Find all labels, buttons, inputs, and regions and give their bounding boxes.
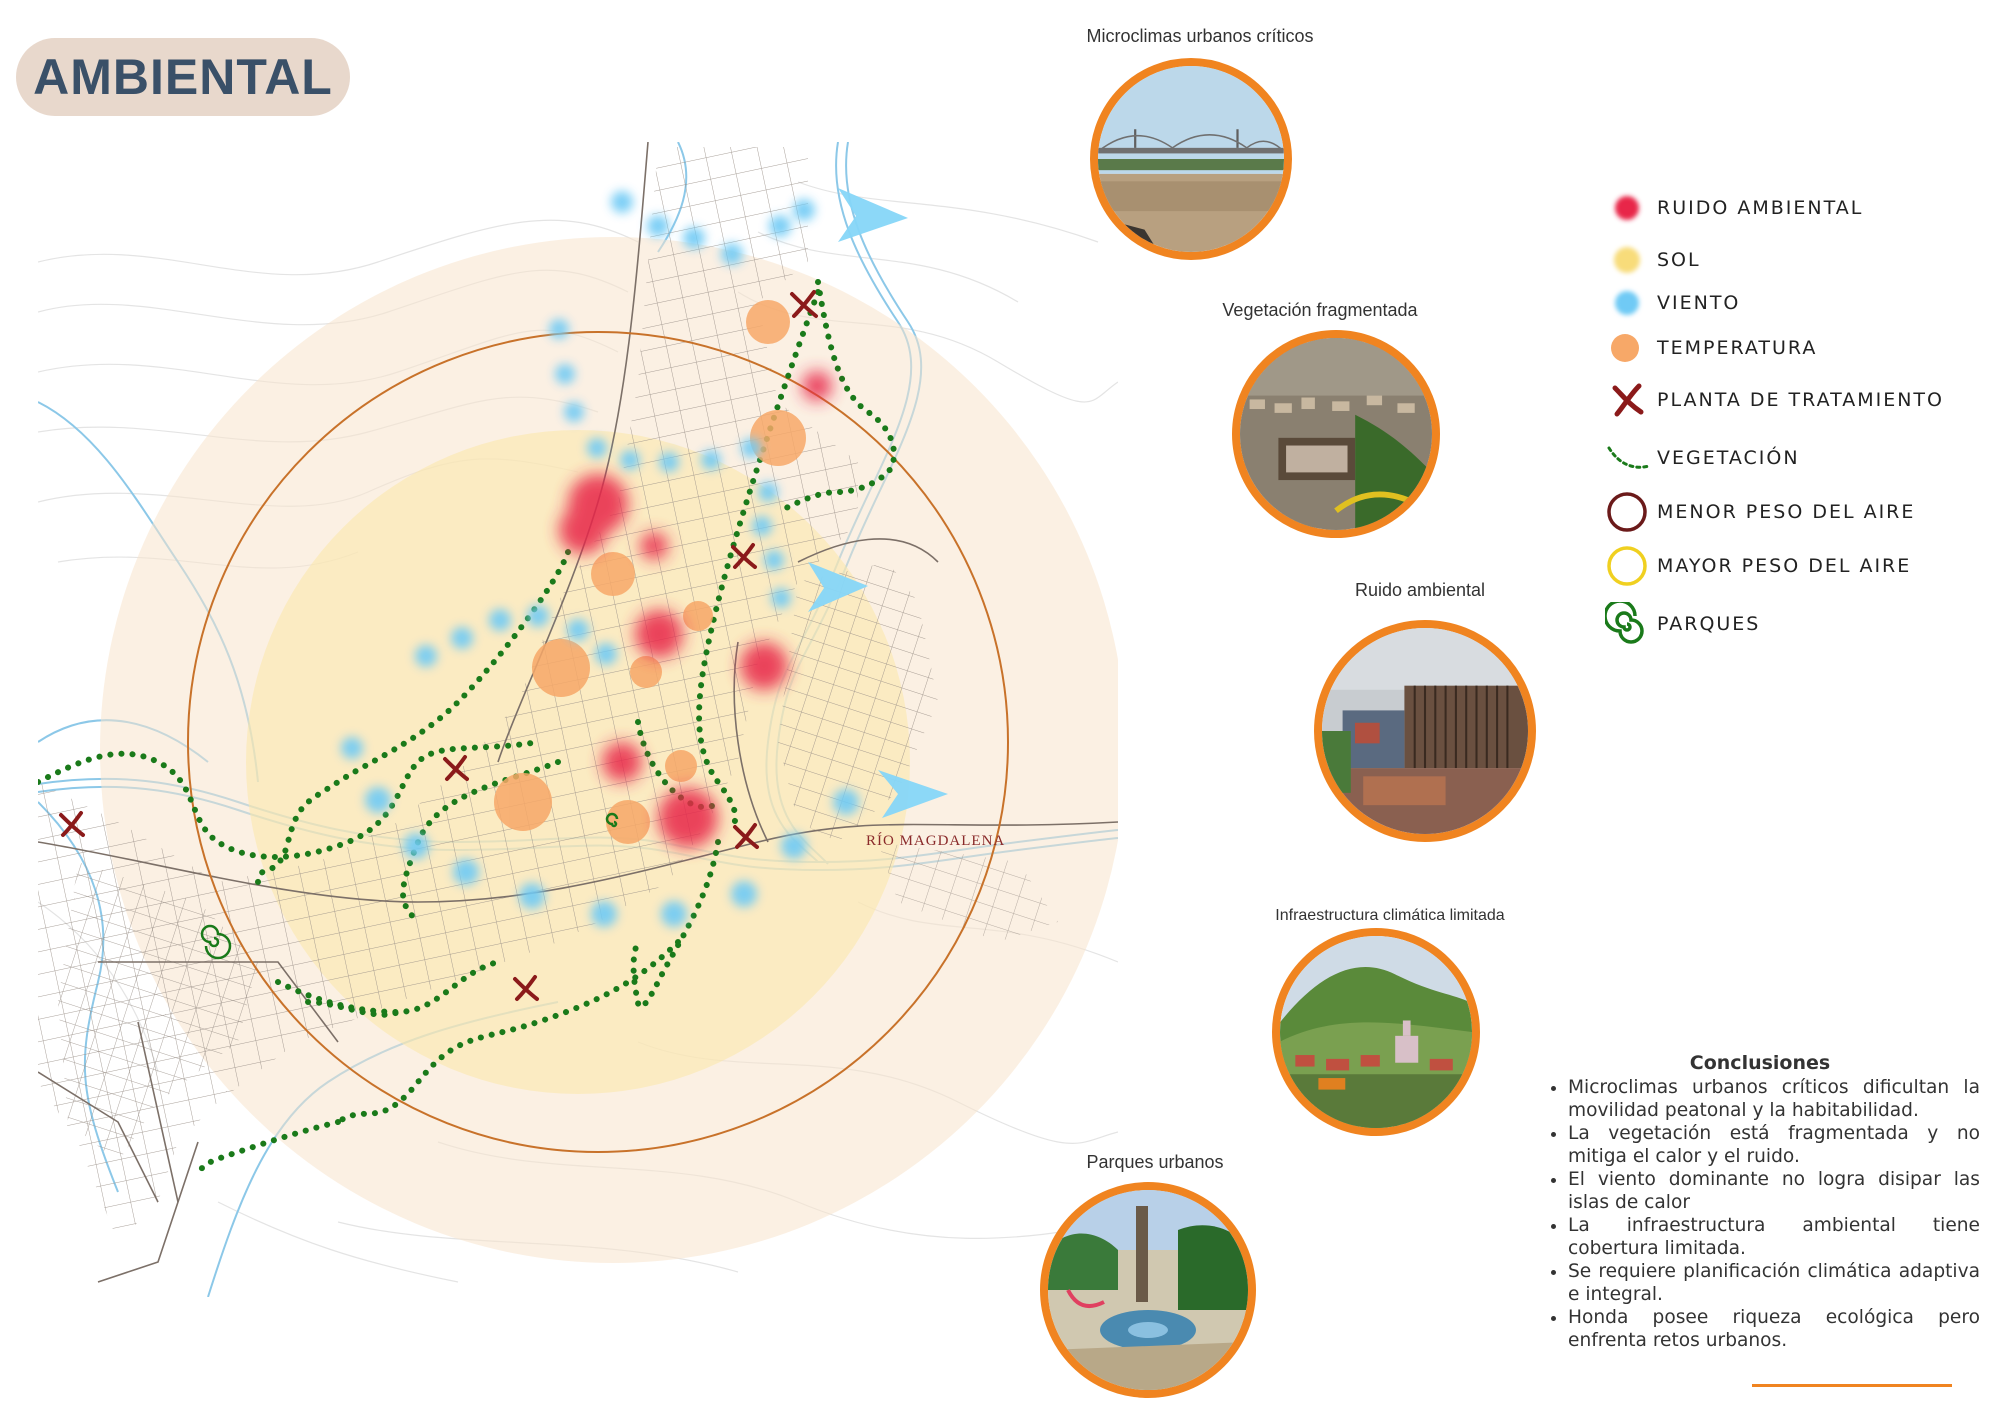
photo-infraestructura: Infraestructura climática limitada	[1220, 907, 1560, 925]
legend-label: TEMPERATURA	[1657, 337, 1818, 359]
menor-peso-ring	[187, 331, 1009, 1153]
treatment-plant-icon	[1605, 378, 1649, 422]
list-item: Honda posee riqueza ecológica pero enfre…	[1568, 1306, 1980, 1352]
photo-ruido: Ruido ambiental	[1300, 580, 1540, 601]
page-title: AMBIENTAL	[33, 49, 333, 105]
photo-caption: Infraestructura climática limitada	[1275, 907, 1505, 924]
photo-parques: Parques urbanos	[1010, 1152, 1300, 1173]
photo-park-fountain	[1040, 1182, 1256, 1398]
legend-item-ruido: RUIDO AMBIENTAL	[1605, 186, 1863, 230]
photo-shacks	[1314, 620, 1536, 842]
wind-points	[341, 191, 859, 927]
legend-item-planta: PLANTA DE TRATAMIENTO	[1605, 378, 1944, 422]
legend-label: MAYOR PESO DEL AIRE	[1657, 555, 1912, 577]
list-item: Se requiere planificación climática adap…	[1568, 1260, 1980, 1306]
legend-label: PLANTA DE TRATAMIENTO	[1657, 389, 1944, 411]
legend-item-sol: SOL	[1605, 238, 1701, 282]
legend-label: SOL	[1657, 249, 1701, 271]
photo-caption: Vegetación fragmentada	[1222, 300, 1418, 320]
title-pill: AMBIENTAL	[16, 38, 350, 116]
accent-divider	[1752, 1384, 1952, 1387]
blue-blob-icon	[1605, 281, 1649, 325]
list-item: El viento dominante no logra disipar las…	[1568, 1168, 1980, 1214]
photo-vegetacion: Vegetación fragmentada	[1160, 300, 1480, 321]
legend-label: VEGETACIÓN	[1657, 447, 1800, 469]
noise-zones	[559, 371, 832, 848]
photo-caption: Parques urbanos	[1086, 1152, 1224, 1172]
river-label: RÍO MAGDALENA	[866, 832, 1005, 849]
legend-item-viento: VIENTO	[1605, 281, 1740, 325]
legend-label: VIENTO	[1657, 292, 1741, 314]
photo-bridge-river	[1090, 58, 1292, 260]
conclusions-title: Conclusiones	[1689, 1052, 1831, 1074]
legend-label: RUIDO AMBIENTAL	[1657, 197, 1864, 219]
legend-item-temperatura: TEMPERATURA	[1605, 326, 1817, 370]
temperature-zones	[494, 300, 806, 844]
photo-caption: Microclimas urbanos críticos	[1086, 26, 1314, 46]
list-item: Microclimas urbanos críticos dificultan …	[1568, 1076, 1980, 1122]
orange-circle-icon	[1605, 326, 1649, 370]
legend-label: PARQUES	[1657, 613, 1761, 635]
photo-hill-town	[1272, 928, 1480, 1136]
photo-microclimas: Microclimas urbanos críticos	[1030, 26, 1370, 47]
environmental-map: RÍO MAGDALENA	[38, 142, 1118, 1297]
park-markers	[200, 812, 619, 960]
legend-item-mayor-peso: MAYOR PESO DEL AIRE	[1605, 544, 1911, 588]
yellow-blob-icon	[1605, 238, 1649, 282]
conclusions-panel: Conclusiones Microclimas urbanos crítico…	[1540, 1052, 1980, 1352]
photo-aerial-town	[1232, 330, 1440, 538]
dark-red-ring-icon	[1605, 490, 1649, 534]
treatment-plant-markers	[59, 290, 818, 1001]
list-item: La infraestructura ambiental tiene cober…	[1568, 1214, 1980, 1260]
legend-item-parques: PARQUES	[1605, 602, 1760, 646]
conclusions-list: Microclimas urbanos críticos dificultan …	[1540, 1076, 1980, 1352]
legend-label: MENOR PESO DEL AIRE	[1657, 501, 1916, 523]
spiral-icon	[1605, 602, 1649, 646]
dotted-line-icon	[1605, 436, 1649, 480]
legend-item-vegetacion: VEGETACIÓN	[1605, 436, 1800, 480]
red-blob-icon	[1605, 186, 1649, 230]
street-network	[38, 142, 1118, 1283]
legend-item-menor-peso: MENOR PESO DEL AIRE	[1605, 490, 1915, 534]
photo-caption: Ruido ambiental	[1354, 580, 1486, 600]
yellow-ring-icon	[1605, 544, 1649, 588]
wind-arrows	[808, 188, 948, 818]
list-item: La vegetación está fragmentada y no miti…	[1568, 1122, 1980, 1168]
